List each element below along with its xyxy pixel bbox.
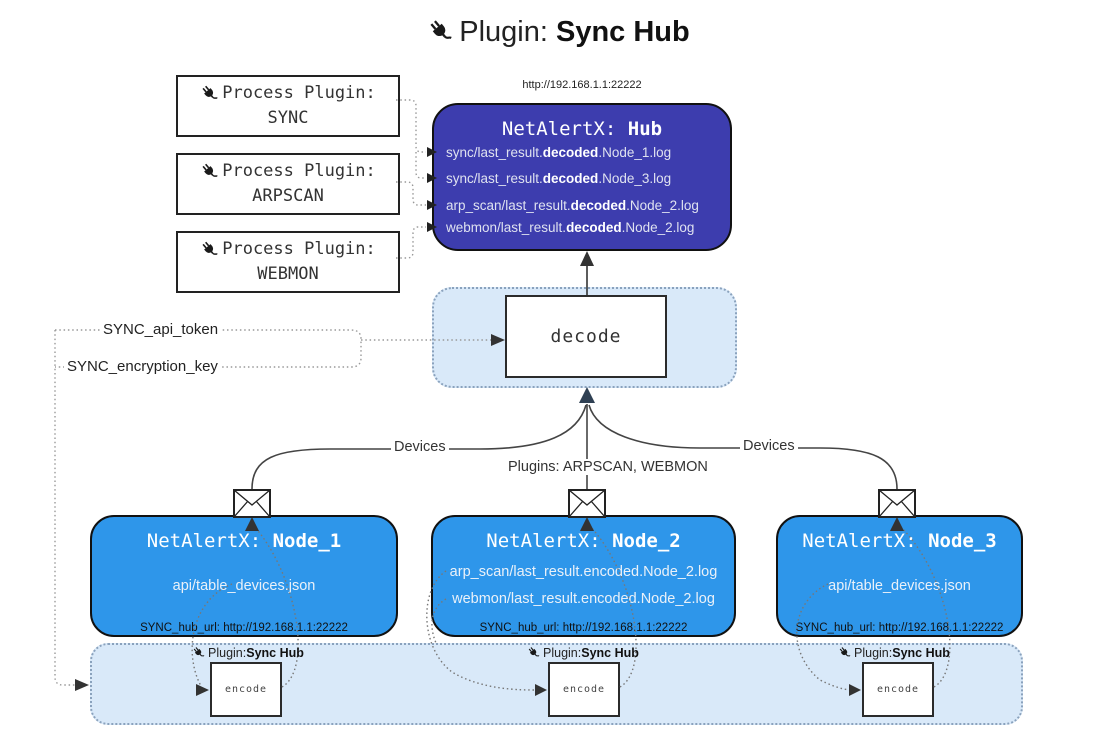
sync-encryption-key-label: SYNC_encryption_key — [64, 358, 221, 375]
process-plugin-sync-box: Process Plugin: SYNC — [176, 75, 400, 137]
node-file: api/table_devices.json — [828, 578, 971, 594]
node-hub-url: SYNC_hub_url: http://192.168.1.1:22222 — [795, 622, 1004, 634]
hub-log-line: webmon/last_result.decoded.Node_2.log — [446, 220, 695, 235]
process-plugin-label: Process Plugin: — [222, 83, 376, 104]
node-hub-url: SYNC_hub_url: http://192.168.1.1:22222 — [479, 622, 688, 634]
process-plugin-name: WEBMON — [257, 264, 319, 284]
title-prefix: Plugin: — [459, 16, 556, 48]
node-3-box: NetAlertX: Node_3 api/table_devices.json… — [776, 515, 1023, 637]
hub-title: NetAlertX: Hub — [434, 118, 730, 140]
encode-plugin-label: Plugin: Sync Hub — [527, 646, 639, 660]
title-bold: Sync Hub — [555, 16, 690, 48]
node-file: api/table_devices.json — [172, 578, 316, 594]
envelope-icon — [233, 489, 916, 518]
plug-icon — [202, 85, 218, 99]
encode-label: encode — [876, 684, 920, 695]
process-plugin-webmon-box: Process Plugin: WEBMON — [176, 231, 400, 293]
encode-box: encode — [548, 662, 620, 717]
encode-label: encode — [562, 684, 606, 695]
encode-label: encode — [224, 684, 268, 695]
decode-label: decode — [550, 326, 622, 347]
encode-box: encode — [210, 662, 282, 717]
plug-icon — [193, 647, 205, 657]
hub-log-line: arp_scan/last_result.decoded.Node_2.log — [446, 198, 699, 213]
node-file: arp_scan/last_result.encoded.Node_2.log — [449, 564, 718, 580]
process-plugin-name: SYNC — [267, 108, 309, 128]
encode-plugin-label: Plugin: Sync Hub — [838, 646, 950, 660]
plug-icon — [839, 647, 851, 657]
sync-api-token-label: SYNC_api_token — [100, 321, 222, 338]
node-2-box: NetAlertX: Node_2 arp_scan/last_result.e… — [431, 515, 736, 637]
node-hub-url: SYNC_hub_url: http://192.168.1.1:22222 — [140, 622, 348, 634]
node-file: webmon/last_result.encoded.Node_2.log — [452, 591, 715, 607]
process-plugin-label: Process Plugin: — [222, 161, 376, 182]
decode-box: decode — [505, 295, 667, 378]
plugins-edge-label: Plugins: ARPSCAN, WEBMON — [505, 459, 711, 475]
devices-label-right: Devices — [740, 438, 798, 454]
hub-log-line: sync/last_result.decoded.Node_3.log — [446, 171, 672, 186]
node-title: NetAlertX: Node_1 — [146, 530, 342, 552]
process-plugin-label: Process Plugin: — [222, 239, 376, 260]
encode-box: encode — [862, 662, 934, 717]
plug-icon — [202, 241, 218, 255]
encode-plugin-label: Plugin: Sync Hub — [192, 646, 304, 660]
hub-name-bold: Hub — [627, 118, 663, 140]
hub-box: NetAlertX: Hub sync/last_result.decoded.… — [432, 103, 732, 251]
page-title: Plugin: Sync Hub — [0, 16, 1117, 49]
node-title: NetAlertX: Node_3 — [802, 530, 997, 552]
plug-icon — [528, 647, 540, 657]
hub-url: http://192.168.1.1:22222 — [522, 79, 642, 91]
plug-icon — [430, 20, 452, 39]
plug-icon — [202, 163, 218, 177]
process-plugin-arpscan-box: Process Plugin: ARPSCAN — [176, 153, 400, 215]
hub-log-line: sync/last_result.decoded.Node_1.log — [446, 145, 672, 160]
node-1-box: NetAlertX: Node_1 api/table_devices.json… — [90, 515, 398, 637]
process-plugin-name: ARPSCAN — [252, 186, 324, 206]
devices-label-left: Devices — [391, 439, 449, 455]
hub-name-prefix: NetAlertX: — [501, 118, 628, 140]
node-title: NetAlertX: Node_2 — [486, 530, 681, 552]
